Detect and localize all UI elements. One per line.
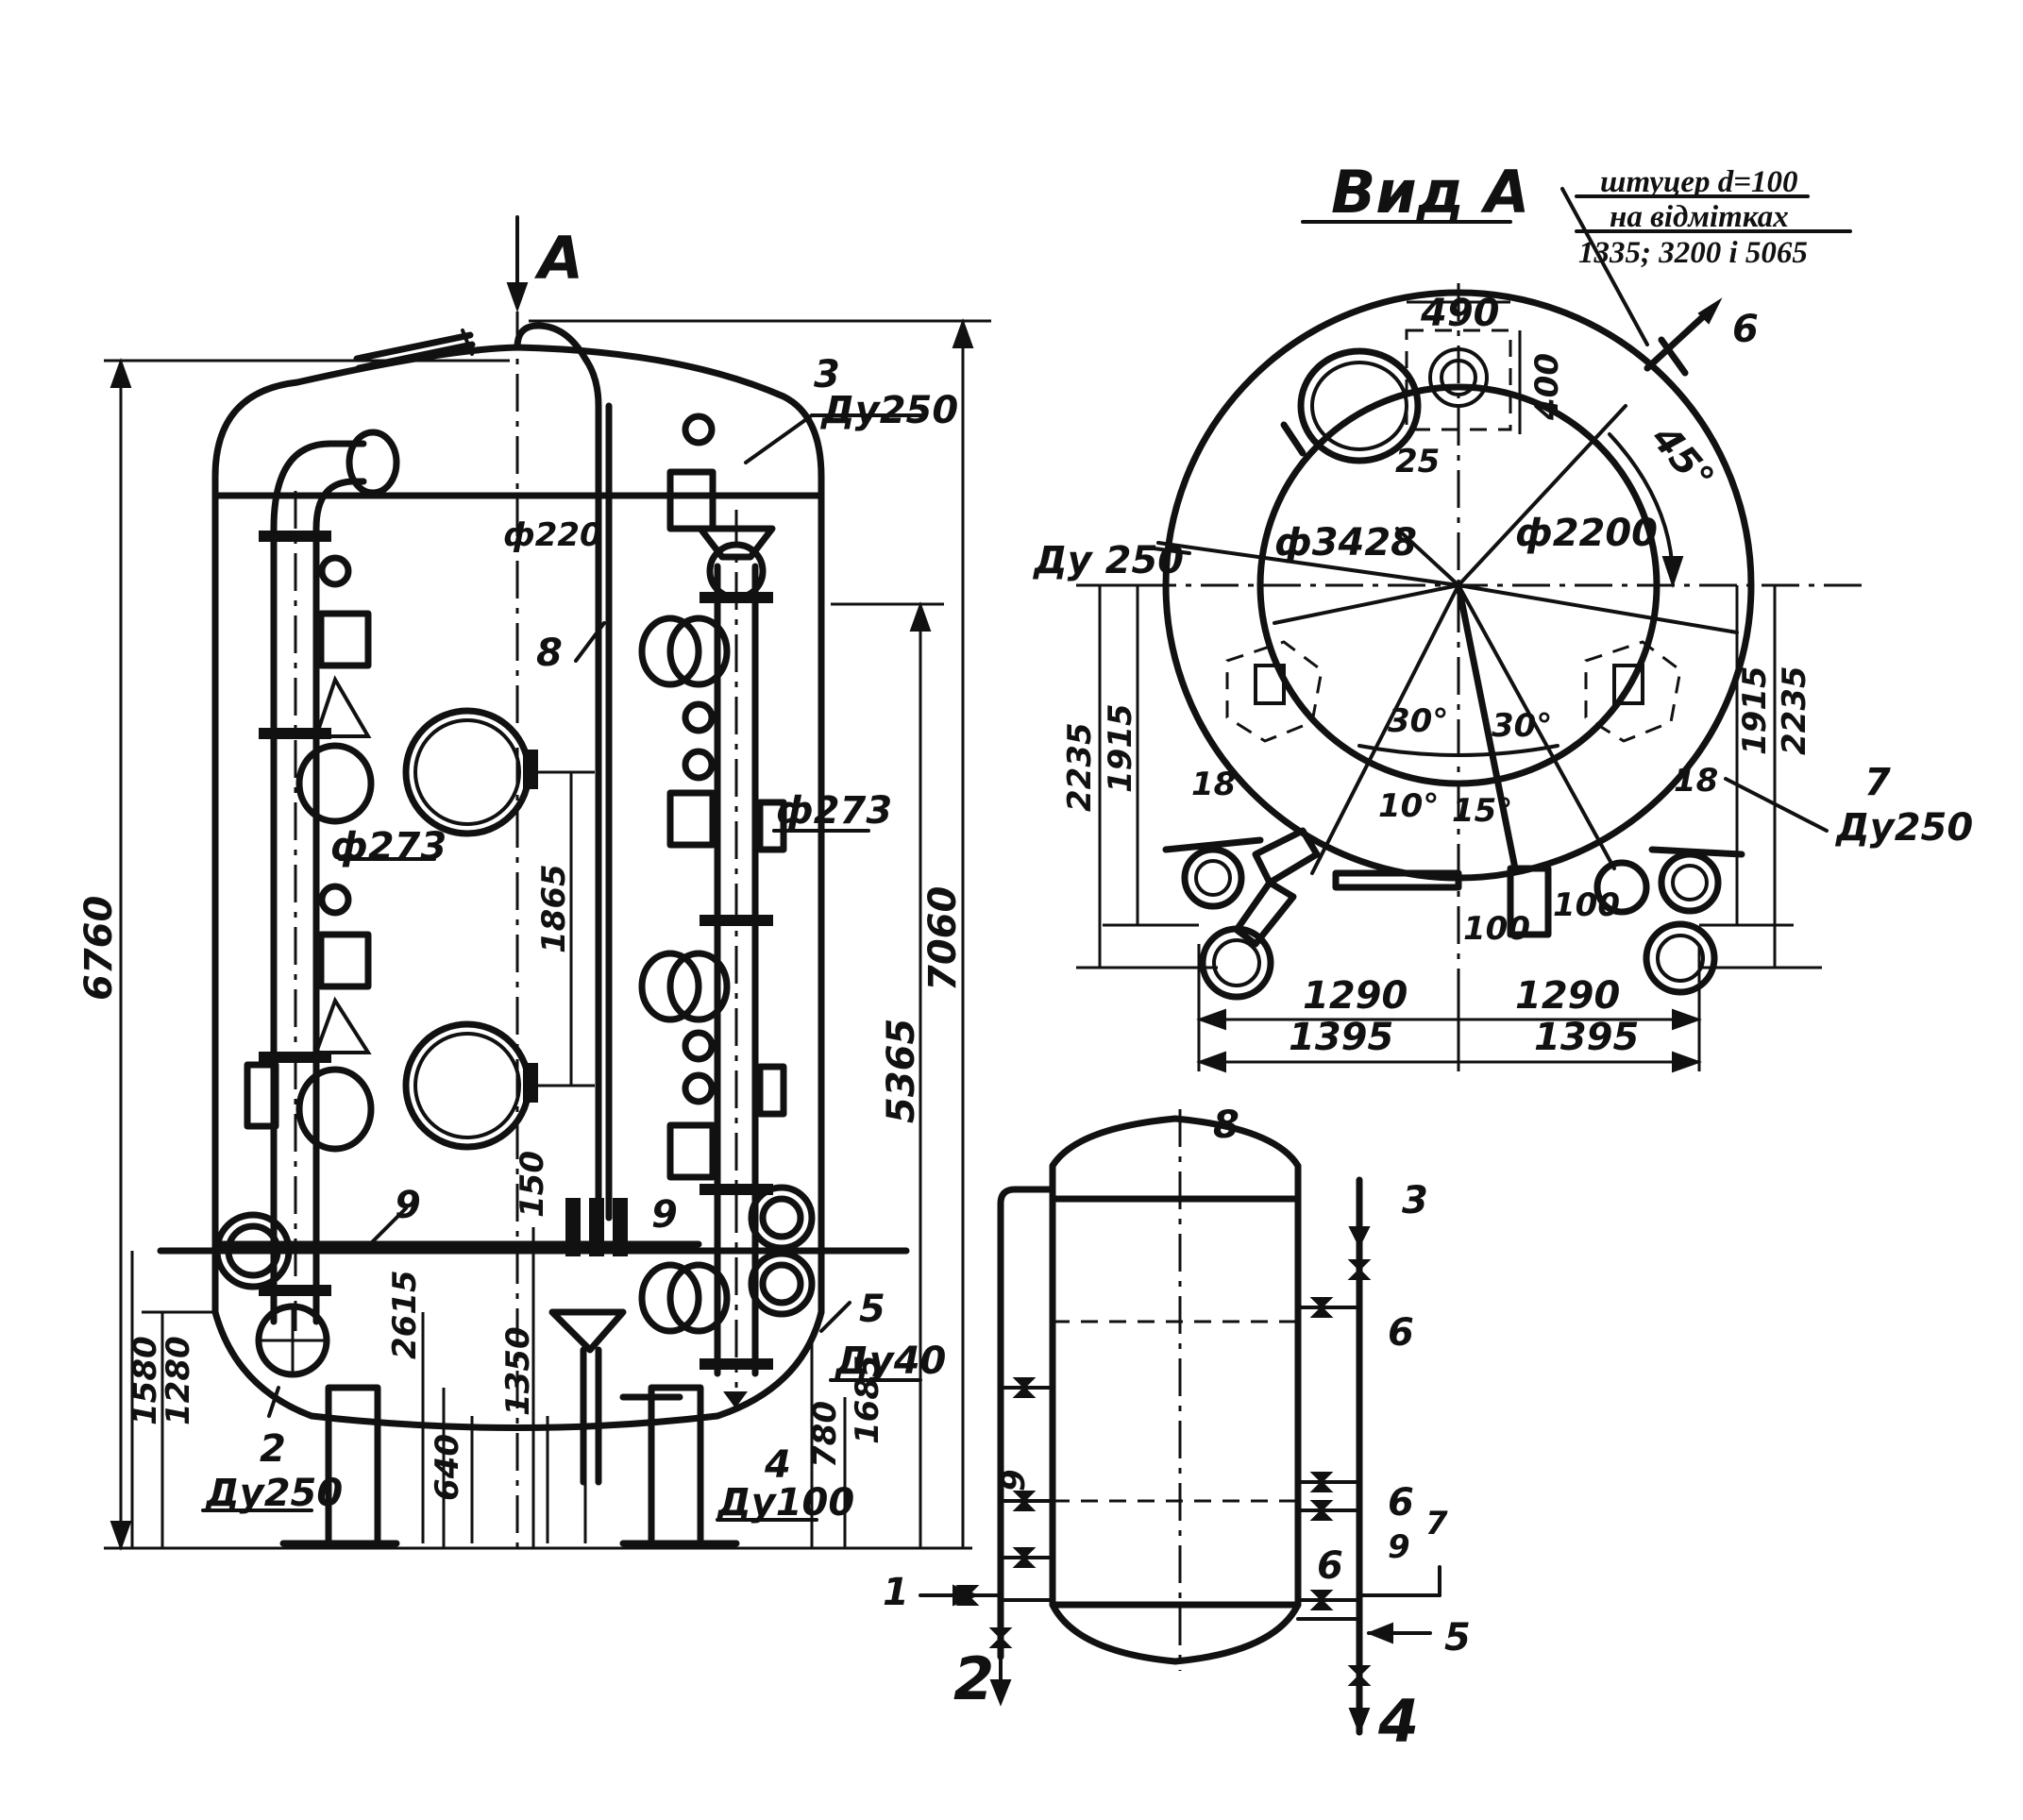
vessel-bottom — [211, 1308, 825, 1431]
dim-780: 780 — [806, 1401, 844, 1468]
front-view — [104, 215, 991, 1558]
note-line-2: на відмітках — [1610, 200, 1789, 234]
dim-2235-right: 2235 — [1776, 666, 1813, 755]
angle-18b: 18 — [1674, 762, 1718, 800]
section-arrow-label: А — [533, 224, 583, 293]
angle-30b: 30° — [1492, 707, 1552, 745]
vent-pipe — [514, 322, 602, 1222]
nozzle-5: 5 — [859, 1288, 885, 1331]
d2200: ф2200 — [1515, 512, 1658, 555]
dim-1685: 1685 — [849, 1355, 886, 1444]
sch-2: 2 — [953, 1644, 994, 1713]
d220-label: ф220 — [503, 516, 602, 554]
note-line-1: штуцер d=100 — [1600, 165, 1798, 199]
dim-1395b: 1395 — [1534, 1016, 1639, 1059]
d273-left: ф273 — [330, 825, 447, 868]
sch-9a: 9 — [995, 1469, 1033, 1491]
nozzle-6: 6 — [1732, 308, 1759, 351]
left-collector — [213, 429, 538, 1378]
nozzle-4: 4 — [764, 1443, 791, 1487]
dim-2235-left: 2235 — [1061, 722, 1099, 812]
d273-right: ф273 — [776, 789, 892, 833]
dim-1865: 1865 — [535, 864, 573, 953]
view-title: Вид А — [1331, 158, 1529, 227]
nozzle-2: 2 — [260, 1427, 286, 1471]
dim-25: 25 — [1395, 443, 1440, 480]
labels: Вид А А штуцер d=100 на відмітках 1335; … — [77, 158, 1973, 1756]
du40: Ду40 — [834, 1340, 946, 1383]
dim-6760: 6760 — [77, 896, 121, 1001]
nozzle-8: 8 — [536, 632, 563, 675]
top-view — [1076, 187, 1869, 1073]
angle-18a: 18 — [1191, 766, 1236, 803]
dim-640: 640 — [429, 1434, 466, 1501]
dim-1915-right: 1915 — [1736, 666, 1774, 755]
front-dimensions — [104, 318, 991, 1551]
dim-5365: 5365 — [880, 1019, 923, 1123]
du250-left-top: Ду 250 — [1032, 539, 1184, 582]
nozzle-9b: 9 — [651, 1193, 678, 1237]
sch-6b: 6 — [1388, 1481, 1414, 1525]
sch-5: 5 — [1444, 1616, 1471, 1660]
manhole-lower — [402, 1020, 532, 1151]
sch-9b: 9 — [1388, 1528, 1410, 1566]
sch-6c: 6 — [1317, 1544, 1343, 1588]
flow-schematic — [919, 1109, 1441, 1736]
sch-4: 4 — [1377, 1687, 1419, 1756]
dim-7060: 7060 — [921, 886, 965, 991]
dim-1290a: 1290 — [1303, 974, 1408, 1018]
nozzle-3: 3 — [814, 353, 840, 396]
sch-8: 8 — [1213, 1104, 1239, 1147]
dim-100b: 100 — [1553, 886, 1620, 924]
note-line-3: 1335; 3200 і 5065 — [1578, 236, 1808, 270]
sch-7: 7 — [1425, 1505, 1448, 1542]
angle-10: 10° — [1378, 787, 1439, 825]
angle-15: 15° — [1452, 792, 1512, 830]
dim-1280: 1280 — [160, 1336, 197, 1425]
dim-1350: 1350 — [499, 1326, 537, 1416]
sch-1: 1 — [883, 1571, 909, 1614]
nozzle-9a: 9 — [395, 1184, 421, 1227]
sch-6a: 6 — [1388, 1311, 1414, 1355]
right-collector — [638, 413, 816, 1408]
du250-right: Ду250 — [1834, 806, 1973, 850]
dim-1290b: 1290 — [1515, 974, 1620, 1018]
dim-1395a: 1395 — [1289, 1016, 1393, 1059]
manhole-upper — [402, 707, 532, 837]
dim-1915-left: 1915 — [1102, 703, 1139, 793]
dim-150: 150 — [514, 1151, 551, 1218]
sch-3: 3 — [1402, 1179, 1428, 1222]
dim-1580: 1580 — [126, 1336, 164, 1425]
d3428: ф3428 — [1274, 521, 1417, 565]
dim-100a: 100 — [1463, 910, 1530, 948]
du100: Ду100 — [716, 1481, 854, 1525]
nozzle-7: 7 — [1864, 761, 1891, 804]
angle-30a: 30° — [1388, 702, 1448, 740]
dim-490: 490 — [1420, 292, 1500, 335]
angle-45: 45° — [1643, 416, 1723, 499]
du250-bottom: Ду250 — [204, 1472, 343, 1515]
du250-top: Ду250 — [819, 389, 958, 432]
bottom-distribution — [157, 1198, 910, 1486]
dim-400: 400 — [1528, 353, 1566, 421]
dim-2615: 2615 — [386, 1270, 424, 1359]
